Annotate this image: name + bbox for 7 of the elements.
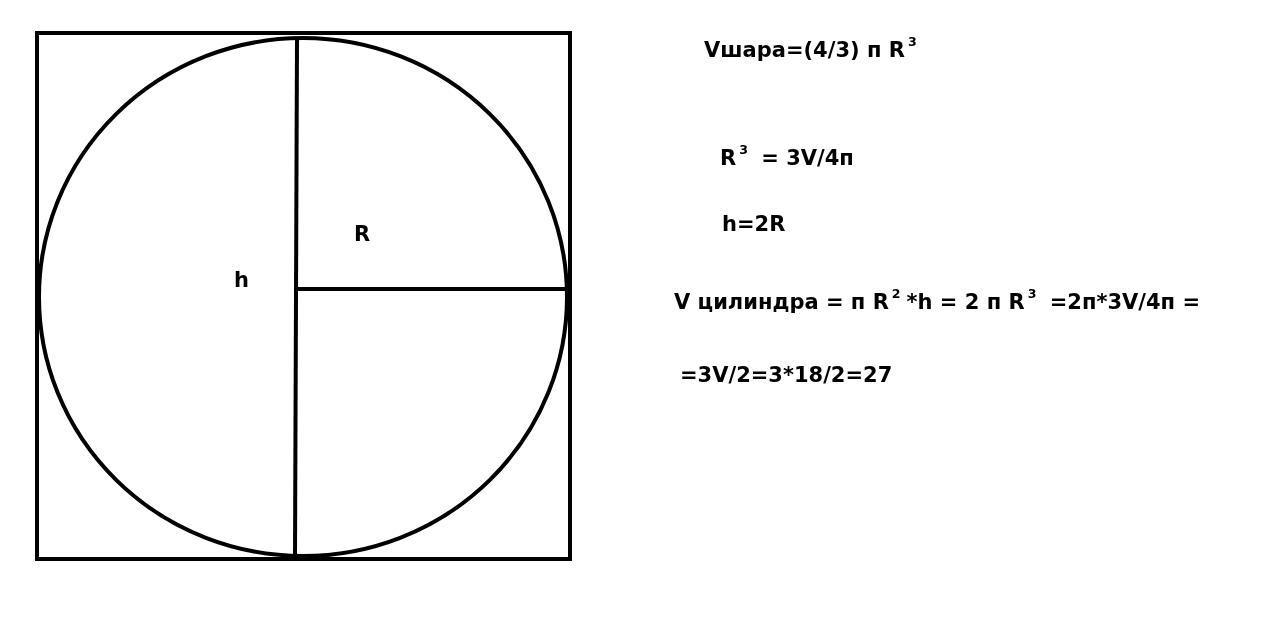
formula-text: h=2R [722,212,786,238]
formula-text: V цилиндра = п R$^{2}$*h = 2 п R$^{3}$ =2п*3V/4п = [674,286,1200,316]
formula-text: Vшара=(4/3) п R$^{3}$ [704,34,918,64]
dimension-label: R [354,222,371,248]
formula-text: R$^{3}$ = 3V/4п [720,142,854,172]
formula-text: =3V/2=3*18/2=27 [680,363,893,389]
dimension-label: h [234,268,249,294]
